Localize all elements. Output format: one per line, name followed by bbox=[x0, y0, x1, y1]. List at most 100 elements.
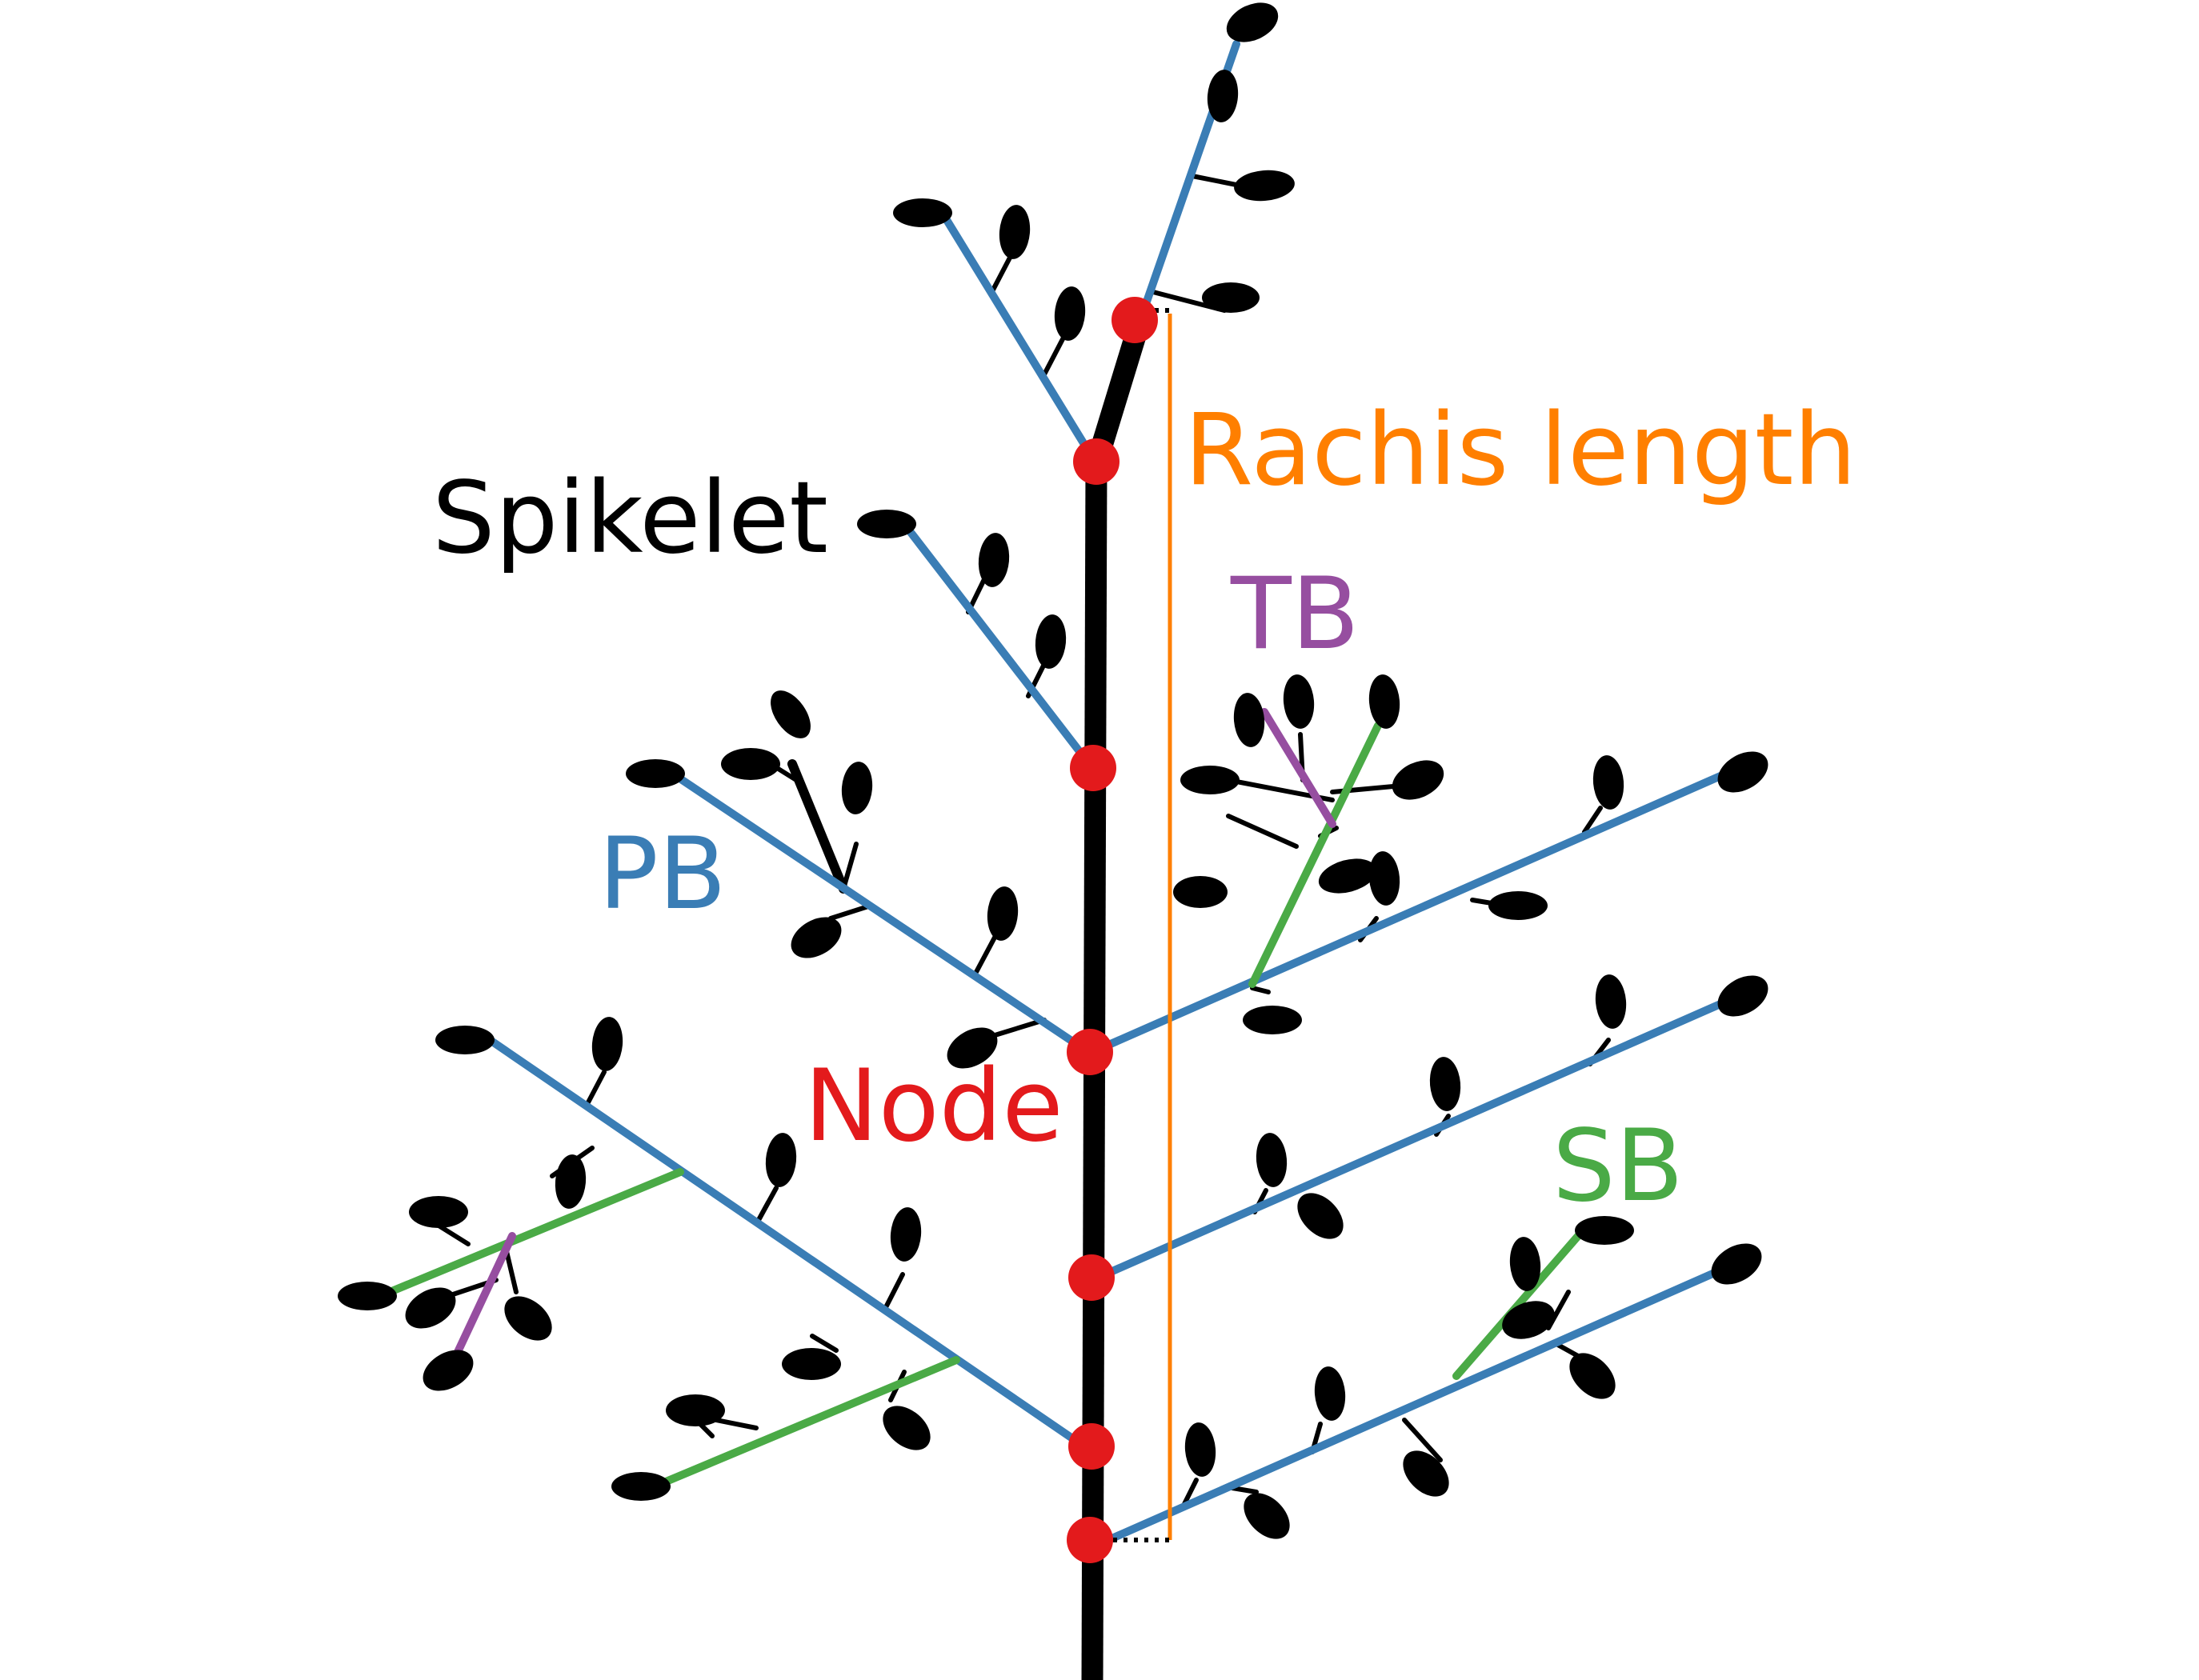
tb-label: TB bbox=[1230, 557, 1360, 672]
spikelet bbox=[947, 1027, 998, 1069]
pedicel bbox=[1402, 1418, 1443, 1462]
spikelet bbox=[1392, 760, 1444, 800]
pedicel bbox=[1230, 1486, 1259, 1494]
spikelet bbox=[893, 198, 952, 227]
primary-branch bbox=[1088, 772, 1724, 1056]
primary-branch bbox=[1104, 1268, 1720, 1544]
pedicel bbox=[586, 1070, 607, 1105]
rachis-length-indicator bbox=[1103, 308, 1172, 1542]
rachis bbox=[1081, 317, 1151, 1680]
spikelet bbox=[1717, 975, 1768, 1017]
spikelet bbox=[1502, 1301, 1555, 1339]
spikelet bbox=[1184, 1422, 1216, 1477]
secondary-branches bbox=[376, 722, 1592, 1488]
spikelet bbox=[1243, 1006, 1302, 1034]
spikelet bbox=[1233, 693, 1265, 747]
spikelet bbox=[591, 1017, 623, 1071]
spikelet bbox=[504, 1296, 552, 1341]
spikelet bbox=[1207, 70, 1239, 122]
spikelet bbox=[666, 1394, 725, 1426]
primary-branch bbox=[940, 212, 1100, 468]
pedicel bbox=[1226, 814, 1299, 849]
spikelet bbox=[883, 1406, 931, 1450]
spikelet bbox=[791, 917, 842, 958]
spikelet-label: Spikelet bbox=[432, 461, 828, 576]
spikelet bbox=[782, 1348, 841, 1380]
sb-label: SB bbox=[1552, 1109, 1684, 1224]
primary-branch bbox=[900, 520, 1096, 772]
pedicel bbox=[1582, 806, 1603, 834]
primary-branch bbox=[672, 772, 1092, 1056]
spikelet bbox=[1202, 282, 1260, 313]
node-label: Node bbox=[804, 1049, 1063, 1164]
pedicel bbox=[1042, 334, 1067, 377]
spikelet bbox=[765, 1133, 797, 1187]
node-dot bbox=[1112, 297, 1158, 343]
spikelet bbox=[1226, 2, 1279, 42]
tertiary-branch bbox=[454, 1232, 516, 1356]
spikelet bbox=[721, 748, 780, 780]
spikelet bbox=[1318, 858, 1377, 894]
rachis-length-label: Rachis length bbox=[1184, 393, 1857, 508]
spikelet bbox=[626, 759, 685, 788]
spikelet bbox=[1234, 170, 1295, 202]
spikelet bbox=[405, 1287, 456, 1329]
primary-branch bbox=[1088, 1000, 1724, 1284]
pb-label: PB bbox=[599, 817, 727, 932]
secondary-branch bbox=[1248, 722, 1382, 988]
spikelet bbox=[1256, 1133, 1288, 1187]
spikelet bbox=[1717, 751, 1768, 793]
pedicel bbox=[974, 932, 999, 974]
secondary-branch bbox=[1452, 1220, 1592, 1380]
spikelet bbox=[978, 533, 1010, 587]
nodes bbox=[1067, 297, 1158, 1563]
node-dot bbox=[1070, 745, 1116, 791]
secondary-branch bbox=[656, 1356, 960, 1488]
node-dot bbox=[1068, 1423, 1115, 1470]
pedicel bbox=[756, 1200, 771, 1222]
spikelet bbox=[1509, 1237, 1541, 1291]
spikelet bbox=[841, 762, 873, 814]
spikelet bbox=[1314, 1366, 1346, 1421]
spikelet bbox=[435, 1026, 495, 1054]
node-dot bbox=[1067, 1029, 1113, 1075]
pedicel bbox=[1182, 1478, 1199, 1506]
spikelet bbox=[338, 1282, 397, 1310]
spikelet bbox=[423, 1350, 474, 1391]
node-dot bbox=[1067, 1517, 1113, 1563]
node-dot bbox=[1073, 438, 1120, 485]
spikelet bbox=[1368, 674, 1400, 729]
spikelet bbox=[1173, 876, 1228, 908]
spikelet bbox=[1429, 1057, 1461, 1111]
spikelet bbox=[1488, 891, 1548, 920]
primary-branch bbox=[480, 1032, 1096, 1456]
spikelet bbox=[1035, 614, 1067, 669]
spikelet bbox=[1592, 755, 1624, 810]
pedicel bbox=[988, 255, 1012, 297]
spikelet bbox=[1368, 851, 1400, 906]
pedicel bbox=[882, 1272, 905, 1313]
tertiary-branches bbox=[454, 708, 1336, 1356]
spikelet bbox=[857, 510, 916, 538]
spikelet bbox=[1297, 1193, 1344, 1239]
spikelet bbox=[1403, 1450, 1449, 1497]
spikelet bbox=[409, 1196, 468, 1228]
spikelet bbox=[611, 1472, 671, 1501]
spikelet bbox=[987, 886, 1019, 941]
secondary-branch bbox=[376, 1168, 684, 1300]
spikelet bbox=[555, 1154, 587, 1209]
node-dot bbox=[1068, 1254, 1115, 1301]
spikelets bbox=[338, 2, 1768, 1539]
pedicel bbox=[990, 1018, 1047, 1038]
pedicel bbox=[828, 904, 871, 921]
pedicel bbox=[841, 842, 859, 891]
spikelet bbox=[1569, 1353, 1616, 1399]
pedicel bbox=[1250, 986, 1271, 994]
spikelet bbox=[1244, 1493, 1290, 1539]
tertiary-branch bbox=[1260, 708, 1336, 828]
spikelet bbox=[1711, 1243, 1762, 1285]
spikelet bbox=[890, 1207, 922, 1262]
spikelet bbox=[771, 690, 811, 738]
